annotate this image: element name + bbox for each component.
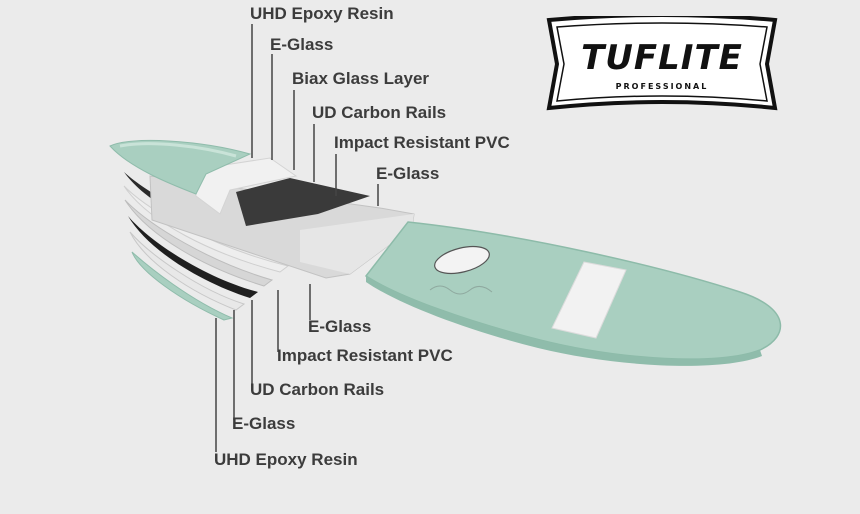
label-bottom-e-glass-2: E-Glass: [232, 414, 296, 433]
deck-skin-nose: [109, 139, 252, 195]
leader-lines-top: [251, 24, 379, 206]
label-top-e-glass-2: E-Glass: [376, 164, 440, 183]
board-stringer-band: [551, 261, 627, 339]
label-top-impact-resistant-pvc: Impact Resistant PVC: [334, 133, 510, 152]
label-top-biax-glass-layer: Biax Glass Layer: [292, 69, 430, 88]
layer-bottom-e-glass: [129, 231, 246, 311]
board-rail: [366, 276, 762, 366]
logo-frame: [546, 16, 778, 111]
label-top-ud-carbon-rails: UD Carbon Rails: [312, 103, 447, 122]
layer-bottom-ud-carbon: [128, 216, 258, 298]
label-top-e-glass: E-Glass: [270, 35, 334, 54]
label-bottom-e-glass: E-Glass: [308, 317, 372, 336]
board-logo-badge: [434, 245, 490, 275]
leader-lines-bottom: [215, 284, 311, 452]
deck-highlight: [119, 142, 237, 158]
biax-glass-layer: [191, 157, 298, 215]
logo-subtext: PROFESSIONAL: [615, 82, 709, 91]
label-bottom-uhd-epoxy-resin: UHD Epoxy Resin: [214, 450, 358, 469]
label-bottom-impact-resistant-pvc: Impact Resistant PVC: [277, 346, 453, 365]
layer-bottom-pvc: [124, 199, 274, 287]
board-signature: [429, 285, 493, 295]
label-top-uhd-epoxy-resin: UHD Epoxy Resin: [250, 4, 394, 23]
main-board: [364, 221, 782, 366]
tuflite-logo: TUFLITE PROFESSIONAL: [545, 16, 779, 112]
label-bottom-ud-carbon-rails: UD Carbon Rails: [250, 380, 385, 399]
logo-wordmark: TUFLITE: [581, 38, 743, 78]
foam-core-face: [300, 214, 414, 274]
layer-bottom-uhd-epoxy: [131, 251, 234, 321]
